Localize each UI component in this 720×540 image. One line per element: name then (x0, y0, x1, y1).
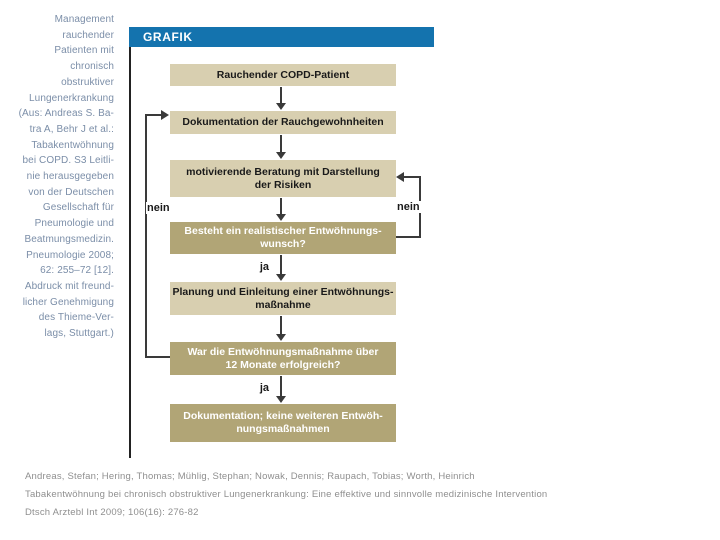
arrow-stem (280, 316, 282, 335)
arrow-stem (280, 255, 282, 275)
arrow-head-icon (276, 396, 286, 403)
edge-label-ja-1: ja (246, 261, 270, 273)
arrow-down-4 (276, 255, 286, 281)
grafik-header-bar: GRAFIK (129, 27, 434, 47)
citation-authors: Andreas, Stefan; Hering, Thomas; Mühlig,… (25, 471, 475, 482)
loop-left-vert-seg (145, 114, 147, 358)
arrow-head-icon (276, 103, 286, 110)
arrow-down-5 (276, 316, 286, 341)
arrow-stem (280, 376, 282, 397)
grafik-header-label: GRAFIK (143, 30, 193, 44)
flow-node-erfolg-frage: War die Entwöhnungsmaßnahme über 12 Mona… (170, 342, 396, 375)
citation-title: Tabakentwöhnung bei chronisch obstruktiv… (25, 489, 548, 500)
arrow-head-icon (276, 334, 286, 341)
citation-block: Andreas, Stefan; Hering, Thomas; Mühlig,… (25, 468, 685, 522)
arrow-head-icon (276, 152, 286, 159)
arrow-stem (280, 198, 282, 215)
arrow-stem (280, 135, 282, 153)
flow-node-dokumentation-rauchgewohnheiten: Dokumentation der Rauchgewohnheiten (170, 111, 396, 134)
flow-node-dokumentation-ende: Dokumentation; keine weiteren Entwöh- nu… (170, 404, 396, 442)
arrow-head-icon (276, 274, 286, 281)
arrow-down-1 (276, 87, 286, 110)
arrow-head-right-icon (161, 110, 169, 120)
arrow-down-6 (276, 376, 286, 403)
loop-left-bottom-seg (145, 356, 170, 358)
figure-caption: Management rauchender Patienten mit chro… (18, 14, 114, 340)
arrow-down-2 (276, 135, 286, 159)
edge-label-ja-2: ja (246, 382, 270, 394)
arrow-stem (280, 87, 282, 104)
flow-node-rauchender-copd-patient: Rauchender COPD-Patient (170, 64, 396, 86)
flow-node-planung-einleitung: Planung und Einleitung einer Entwöhnungs… (170, 282, 396, 315)
flow-node-entwoehnungswunsch-frage: Besteht ein realistischer Entwöhnungs- w… (170, 222, 396, 254)
arrow-down-3 (276, 198, 286, 221)
arrow-head-icon (276, 214, 286, 221)
caption-chart-divider (129, 47, 131, 458)
arrow-head-left-icon (396, 172, 404, 182)
loop-right-bottom-seg (396, 236, 421, 238)
edge-label-nein-left: nein (146, 202, 171, 214)
citation-journal: Dtsch Arztebl Int 2009; 106(16): 276-82 (25, 507, 199, 518)
loop-right-top-seg (404, 176, 421, 178)
loop-left-top-seg (147, 114, 162, 116)
flow-node-motivierende-beratung: motivierende Beratung mit Darstellung de… (170, 160, 396, 197)
edge-label-nein-right: nein (396, 201, 421, 213)
